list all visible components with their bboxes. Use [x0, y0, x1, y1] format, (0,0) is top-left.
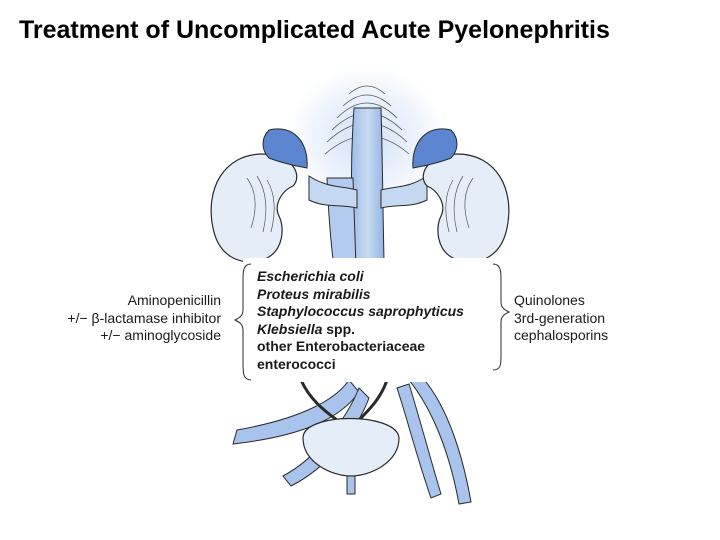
page-title: Treatment of Uncomplicated Acute Pyelone…	[19, 16, 610, 45]
organism-item: Proteus mirabilis	[257, 286, 464, 304]
urethra	[347, 476, 355, 494]
right-treatment-line: Quinolones	[514, 292, 608, 310]
left-kidney	[211, 129, 307, 262]
right-treatment-line: cephalosporins	[514, 327, 608, 345]
organism-item: Klebsiella spp.	[257, 321, 464, 339]
organism-list: Escherichia coli Proteus mirabilis Staph…	[257, 268, 464, 373]
organism-item: enterococci	[257, 356, 464, 374]
organism-item: other Enterobacteriaceae	[257, 338, 464, 356]
left-treatment-line: +/− β-lactamase inhibitor	[67, 310, 221, 328]
right-treatment-list: Quinolones 3rd-generation cephalosporins	[514, 292, 608, 345]
organism-item: Escherichia coli	[257, 268, 464, 286]
left-treatment-line: +/− aminoglycoside	[67, 327, 221, 345]
right-treatment-line: 3rd-generation	[514, 310, 608, 328]
left-treatment-list: Aminopenicillin +/− β-lactamase inhibito…	[67, 292, 221, 345]
urinary-tract-figure: Aminopenicillin +/− β-lactamase inhibito…	[47, 58, 613, 518]
organism-item: Staphylococcus saprophyticus	[257, 303, 464, 321]
left-treatment-line: Aminopenicillin	[67, 292, 221, 310]
